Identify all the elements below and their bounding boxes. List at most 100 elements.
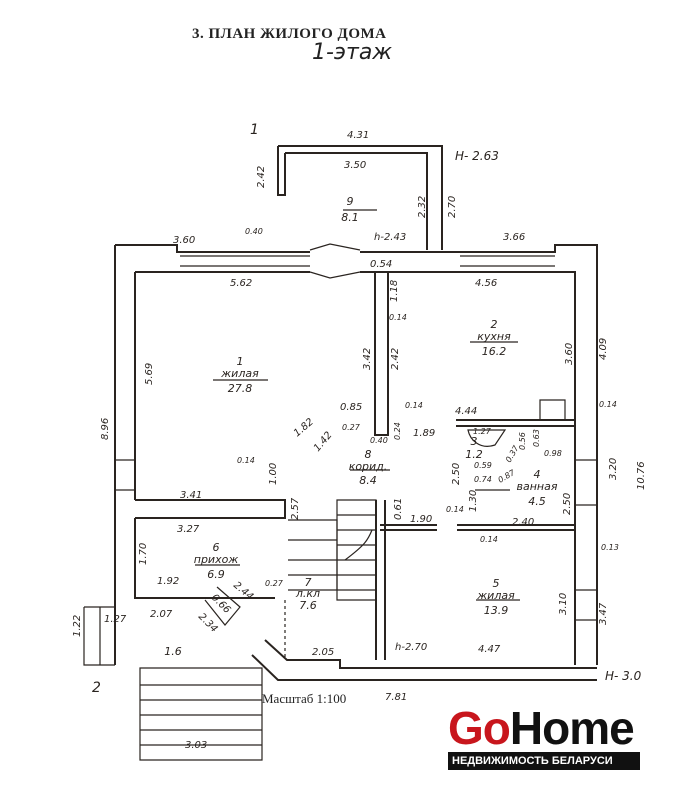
room-1: 1 жилая 27.8: [220, 355, 259, 395]
svg-text:2.05: 2.05: [312, 647, 334, 658]
svg-text:0.85: 0.85: [340, 402, 362, 413]
svg-text:6.9: 6.9: [207, 568, 225, 581]
svg-text:2.50: 2.50: [451, 463, 462, 485]
svg-text:0.24: 0.24: [393, 422, 402, 440]
svg-text:прихож: прихож: [194, 553, 239, 566]
svg-text:2.32: 2.32: [417, 196, 428, 218]
svg-text:0.14: 0.14: [599, 400, 617, 409]
svg-text:1.22: 1.22: [72, 615, 83, 637]
svg-text:л.кл: л.кл: [295, 587, 320, 600]
svg-text:4: 4: [534, 468, 541, 481]
svg-text:0.74: 0.74: [474, 475, 492, 484]
svg-text:0.14: 0.14: [389, 313, 407, 322]
dimension-labels: 4.31 3.50 2.42 2.32 2.70 0.40 3.60 3.66 …: [72, 130, 647, 751]
svg-text:27.8: 27.8: [228, 382, 253, 395]
svg-text:3.42: 3.42: [362, 348, 373, 370]
svg-text:4.44: 4.44: [455, 406, 477, 417]
svg-text:3: 3: [471, 435, 478, 448]
svg-text:жилая: жилая: [220, 367, 259, 380]
svg-text:3.50: 3.50: [344, 160, 366, 171]
svg-text:3.47: 3.47: [598, 602, 609, 625]
svg-text:4.31: 4.31: [347, 130, 369, 141]
svg-text:h-2.43: h-2.43: [374, 232, 406, 243]
room-9: 9 8.1: [341, 195, 359, 224]
svg-text:0.59: 0.59: [474, 461, 492, 470]
svg-text:3.03: 3.03: [185, 740, 207, 751]
svg-text:2.42: 2.42: [390, 348, 401, 370]
svg-text:1.70: 1.70: [138, 543, 149, 565]
svg-text:кухня: кухня: [477, 330, 511, 343]
svg-text:корид.: корид.: [349, 460, 388, 473]
svg-text:0.98: 0.98: [544, 449, 562, 458]
logo-tagline: НЕДВИЖИМОСТЬ БЕЛАРУСИ: [448, 752, 640, 770]
room-5: 5 жилая 13.9: [476, 577, 515, 617]
svg-text:H- 3.0: H- 3.0: [605, 669, 642, 683]
svg-text:8.96: 8.96: [100, 418, 111, 440]
svg-text:0.14: 0.14: [480, 535, 498, 544]
room-4: 4 ванная 4.5: [517, 468, 558, 508]
svg-text:жилая: жилая: [476, 589, 515, 602]
gohome-logo: GoHome НЕДВИЖИМОСТЬ БЕЛАРУСИ: [448, 704, 640, 770]
room-6: 6 прихож 6.9: [194, 541, 239, 581]
room-8: 8 корид. 8.4: [349, 448, 388, 487]
svg-text:1.27: 1.27: [104, 614, 127, 625]
svg-text:4.5: 4.5: [528, 495, 546, 508]
svg-text:0.14: 0.14: [446, 505, 464, 514]
svg-text:3.10: 3.10: [558, 593, 569, 615]
floor-label: 1-этаж: [312, 40, 393, 65]
svg-text:7.6: 7.6: [299, 599, 317, 612]
svg-text:3.60: 3.60: [564, 343, 575, 365]
svg-text:3.41: 3.41: [180, 490, 202, 501]
svg-text:4.09: 4.09: [598, 338, 609, 360]
svg-text:5: 5: [493, 577, 500, 590]
svg-text:0.40: 0.40: [370, 436, 388, 445]
porch: 1.6: [164, 645, 182, 658]
svg-text:2.70: 2.70: [447, 196, 458, 218]
svg-text:2: 2: [491, 318, 498, 331]
svg-text:h-2.70: h-2.70: [395, 642, 427, 653]
markers: 1 2 H- 2.63 H- 3.0 h-2.43 h-2.70: [92, 122, 642, 696]
svg-text:0.54: 0.54: [370, 259, 392, 270]
svg-text:8: 8: [365, 448, 372, 461]
svg-text:2.57: 2.57: [290, 497, 301, 520]
svg-text:8.1: 8.1: [341, 211, 359, 224]
svg-text:1.00: 1.00: [268, 463, 279, 485]
svg-text:9: 9: [347, 195, 354, 208]
svg-text:2.50: 2.50: [562, 493, 573, 515]
svg-text:1.82: 1.82: [292, 417, 316, 440]
svg-text:0.13: 0.13: [601, 543, 619, 552]
svg-text:1.90: 1.90: [410, 514, 432, 525]
svg-text:7: 7: [305, 576, 312, 589]
svg-text:3.27: 3.27: [177, 524, 200, 535]
svg-text:8.4: 8.4: [359, 474, 377, 487]
svg-text:1: 1: [250, 122, 259, 138]
logo-wordmark: GoHome: [448, 702, 635, 754]
svg-text:1.89: 1.89: [413, 428, 435, 439]
svg-text:0.14: 0.14: [237, 456, 255, 465]
svg-text:7.81: 7.81: [385, 692, 407, 703]
svg-text:1.2: 1.2: [465, 448, 483, 461]
svg-text:0.27: 0.27: [342, 423, 361, 432]
svg-text:2.44: 2.44: [231, 580, 255, 603]
svg-text:ванная: ванная: [517, 480, 558, 493]
svg-text:H- 2.63: H- 2.63: [455, 149, 499, 163]
svg-text:2: 2: [92, 680, 101, 696]
room-3: 3 1.2: [465, 435, 483, 461]
svg-text:0.66: 0.66: [209, 592, 233, 616]
walls: [83, 145, 598, 761]
room-2: 2 кухня 16.2: [477, 318, 511, 358]
svg-text:6: 6: [213, 541, 220, 554]
svg-text:0.14: 0.14: [405, 401, 423, 410]
svg-text:0.40: 0.40: [245, 227, 263, 236]
room-7: 7 л.кл 7.6: [295, 576, 320, 612]
scale-label: Масштаб 1:100: [262, 691, 347, 706]
svg-text:5.62: 5.62: [230, 278, 252, 289]
svg-text:1.92: 1.92: [157, 576, 179, 587]
svg-text:13.9: 13.9: [484, 604, 509, 617]
svg-text:2.34: 2.34: [196, 611, 220, 635]
svg-text:0.87: 0.87: [497, 468, 518, 485]
svg-text:1.6: 1.6: [164, 645, 182, 658]
svg-text:0.56: 0.56: [518, 432, 527, 450]
svg-text:0.63: 0.63: [532, 429, 541, 447]
